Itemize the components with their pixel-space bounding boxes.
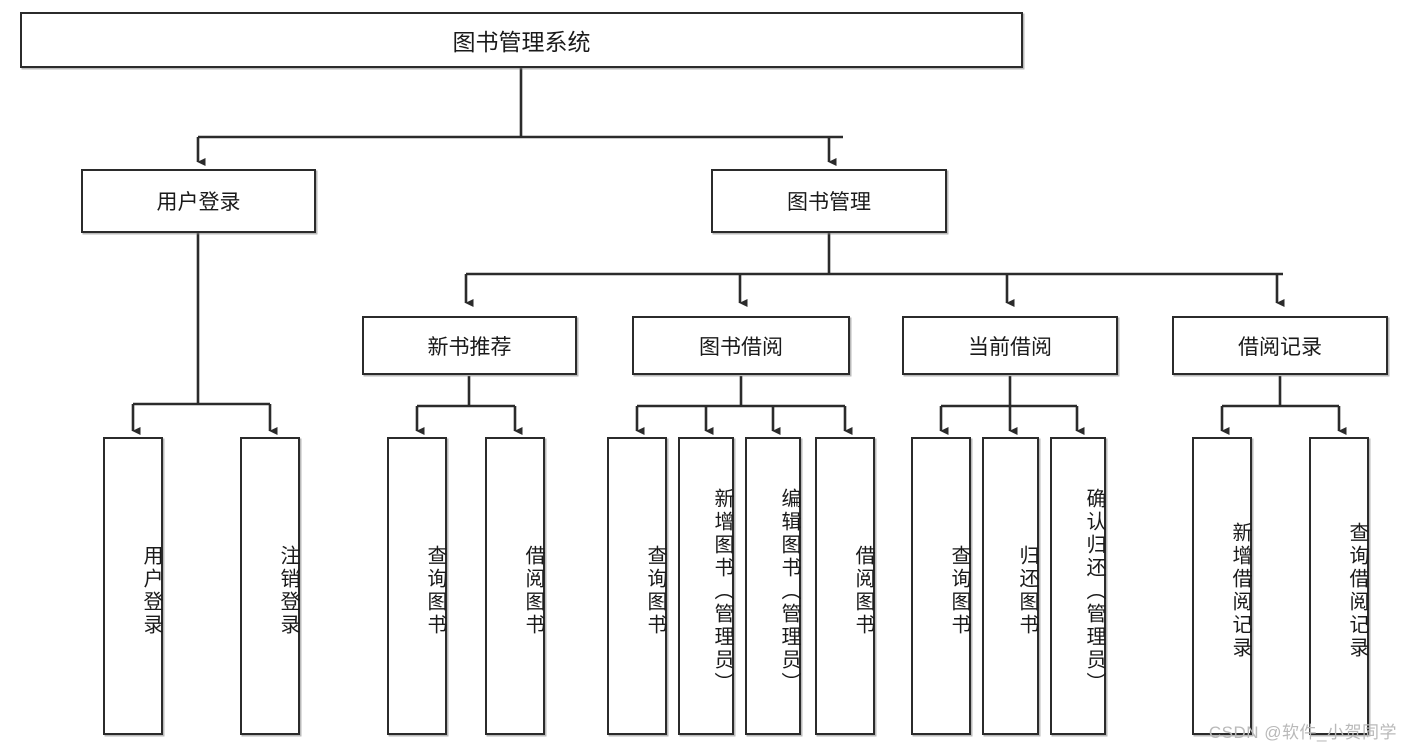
node-leaf-user-login-label: 用户登录 xyxy=(140,545,162,637)
node-leaf-user-logout-label: 注销登录 xyxy=(277,545,299,637)
node-borrow-record[interactable]: 借阅记录 xyxy=(1172,316,1388,375)
node-leaf-add-book-label: 新增图书（管理员） xyxy=(711,487,733,695)
node-new-book-rec[interactable]: 新书推荐 xyxy=(362,316,577,375)
node-book-borrow[interactable]: 图书借阅 xyxy=(632,316,850,375)
node-book-manage[interactable]: 图书管理 xyxy=(711,169,947,233)
csdn-watermark: CSDN @软件_小贺同学 xyxy=(1208,723,1397,742)
node-leaf-query-book-1[interactable]: 查询图书 xyxy=(387,437,447,735)
node-leaf-confirm-return-label: 确认归还（管理员） xyxy=(1083,487,1105,695)
node-leaf-user-logout[interactable]: 注销登录 xyxy=(240,437,300,735)
node-leaf-borrow-book-1[interactable]: 借阅图书 xyxy=(485,437,545,735)
node-leaf-query-book-1-label: 查询图书 xyxy=(424,545,446,637)
node-root-label: 图书管理系统 xyxy=(452,29,591,55)
node-leaf-query-book-3-label: 查询图书 xyxy=(948,545,970,637)
node-book-manage-label: 图书管理 xyxy=(787,191,871,214)
node-leaf-add-book[interactable]: 新增图书（管理员） xyxy=(678,437,734,735)
node-leaf-borrow-book-2[interactable]: 借阅图书 xyxy=(815,437,875,735)
node-leaf-edit-book-label: 编辑图书（管理员） xyxy=(778,487,800,695)
node-leaf-add-record-label: 新增借阅记录 xyxy=(1229,522,1251,660)
node-book-borrow-label: 图书借阅 xyxy=(699,335,783,359)
node-leaf-user-login[interactable]: 用户登录 xyxy=(103,437,163,735)
node-current-borrow[interactable]: 当前借阅 xyxy=(902,316,1118,375)
node-leaf-query-book-3[interactable]: 查询图书 xyxy=(911,437,971,735)
node-new-book-rec-label: 新书推荐 xyxy=(427,335,512,359)
node-leaf-return-book[interactable]: 归还图书 xyxy=(982,437,1039,735)
node-leaf-return-book-label: 归还图书 xyxy=(1016,545,1038,637)
node-root[interactable]: 图书管理系统 xyxy=(20,12,1023,68)
node-user-login-label: 用户登录 xyxy=(156,191,241,214)
node-user-login[interactable]: 用户登录 xyxy=(81,169,316,233)
node-current-borrow-label: 当前借阅 xyxy=(968,335,1052,359)
node-leaf-add-record[interactable]: 新增借阅记录 xyxy=(1192,437,1252,735)
node-leaf-confirm-return[interactable]: 确认归还（管理员） xyxy=(1050,437,1106,735)
node-borrow-record-label: 借阅记录 xyxy=(1238,335,1322,359)
node-leaf-query-record-label: 查询借阅记录 xyxy=(1346,522,1368,660)
node-leaf-query-book-2[interactable]: 查询图书 xyxy=(607,437,667,735)
node-leaf-query-record[interactable]: 查询借阅记录 xyxy=(1309,437,1369,735)
node-leaf-borrow-book-2-label: 借阅图书 xyxy=(852,545,874,637)
node-leaf-edit-book[interactable]: 编辑图书（管理员） xyxy=(745,437,801,735)
node-leaf-query-book-2-label: 查询图书 xyxy=(644,545,666,637)
node-leaf-borrow-book-1-label: 借阅图书 xyxy=(522,545,544,637)
